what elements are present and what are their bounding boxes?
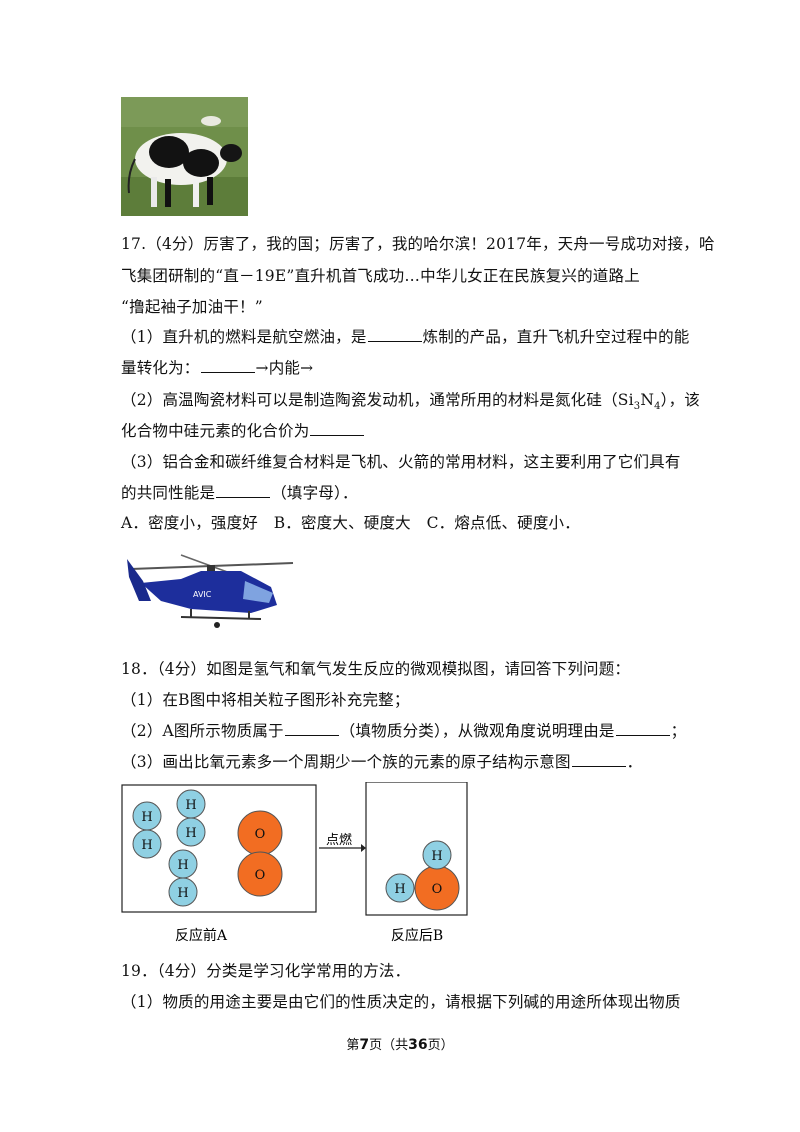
- cow-photo: [121, 97, 248, 216]
- hydrogen-label: H: [141, 810, 152, 825]
- oxygen-label: O: [432, 882, 443, 897]
- o2-molecule: O O: [237, 810, 283, 897]
- answer-blank[interactable]: [367, 327, 422, 342]
- subscript: 3: [633, 401, 641, 413]
- arrow-label: 点燃: [326, 832, 352, 848]
- helicopter-photo: AVIC: [121, 543, 297, 631]
- answer-blank[interactable]: [216, 483, 271, 498]
- hydrogen-label: H: [177, 858, 188, 873]
- q19-part1-line-1: （1）物质的用途主要是由它们的性质决定的，请根据下列碱的用途所体现出物质: [121, 993, 681, 1011]
- q19-intro: 19．（4分）分类是学习化学常用的方法．: [121, 962, 411, 980]
- footer-total-pages: 36: [408, 1037, 428, 1053]
- oxygen-label: O: [255, 868, 266, 883]
- footer-pre: 第: [346, 1038, 360, 1053]
- q17-part3-text-b: 的共同性能是: [121, 484, 216, 502]
- svg-text:AVIC: AVIC: [193, 590, 212, 599]
- q18-part2-text-a: （2）A图所示物质属于: [121, 722, 284, 740]
- q17-intro-line-1: 17.（4分）厉害了，我的国；厉害了，我的哈尔滨！2017年，天舟一号成功对接，…: [121, 235, 715, 253]
- reaction-diagram: 点燃 H H H H H H O: [121, 781, 481, 947]
- q18-part2: （2）A图所示物质属于 （填物质分类），从微观角度说明理由是 ；: [121, 721, 686, 741]
- q17-intro-line-2: 飞集团研制的“直－19E”直升机首飞成功…中华儿女正在民族复兴的道路上: [121, 267, 640, 285]
- footer-post: 页）: [427, 1038, 454, 1053]
- q18-part2-text-b: （填物质分类），从微观角度说明理由是: [339, 722, 615, 740]
- h2-molecule: H H: [168, 849, 198, 907]
- box-after: [365, 781, 468, 916]
- answer-blank[interactable]: [571, 752, 626, 767]
- h2o-molecule: O H H: [385, 840, 460, 911]
- q17-part3-line-1: （3）铝合金和碳纤维复合材料是飞机、火箭的常用材料，这主要利用了它们具有: [121, 453, 681, 471]
- q17-part2-text-a: （2）高温陶瓷材料可以是制造陶瓷发动机，通常所用的材料是氮化硅（Si: [121, 391, 634, 409]
- q17-part1-text-a: （1）直升机的燃料是航空燃油，是: [121, 328, 367, 346]
- q17-part1-line-2: 量转化为： →内能→: [121, 358, 313, 378]
- hydrogen-label: H: [185, 826, 196, 841]
- arrow-head-icon: [361, 844, 366, 852]
- answer-blank[interactable]: [310, 421, 365, 436]
- hydrogen-label: H: [185, 798, 196, 813]
- hydrogen-atom: [132, 829, 162, 859]
- oxygen-atom: [237, 851, 283, 897]
- hydrogen-label: H: [177, 886, 188, 901]
- footer-page-number: 7: [359, 1037, 370, 1053]
- hydrogen-atom: [168, 877, 198, 907]
- q17-part2-text-c: 化合物中硅元素的化合价为: [121, 422, 310, 440]
- hydrogen-label: H: [431, 849, 442, 864]
- h2-molecule: H H: [176, 789, 206, 847]
- q17-intro-line-3: “撸起袖子加油干！”: [121, 298, 263, 316]
- oxygen-label: O: [255, 827, 266, 842]
- answer-blank[interactable]: [284, 721, 339, 736]
- q18-part2-text-c: ；: [670, 722, 687, 740]
- q17-part1-text-d: →内能→: [255, 359, 314, 377]
- page-footer: 第7页（共36页）: [0, 1034, 800, 1053]
- subscript: 4: [654, 401, 661, 413]
- q17-part2-text-b: ），该: [660, 391, 700, 409]
- q18-part1: （1）在B图中将相关粒子图形补充完整；: [121, 691, 410, 709]
- label-before-a: 反应前A: [175, 927, 228, 944]
- helicopter-image: AVIC: [127, 554, 294, 628]
- hydrogen-label: H: [394, 882, 405, 897]
- answer-blank[interactable]: [200, 358, 255, 373]
- q17-options: A．密度小，强度好 B．密度大、硬度大 C．熔点低、硬度小．: [121, 514, 580, 532]
- q17-part1-text-c: 量转化为：: [121, 359, 200, 377]
- answer-blank[interactable]: [615, 721, 670, 736]
- q18-intro: 18．（4分）如图是氢气和氧气发生反应的微观模拟图，请回答下列问题：: [121, 660, 631, 678]
- box-before: [121, 784, 317, 913]
- q17-part2-line-1: （2）高温陶瓷材料可以是制造陶瓷发动机，通常所用的材料是氮化硅（Si3N4），该: [121, 390, 700, 417]
- q17-part1-text-b: 炼制的产品，直升飞机升空过程中的能: [422, 328, 690, 346]
- h2-molecule: H H: [132, 801, 162, 859]
- q17-part2-element: N: [640, 391, 655, 409]
- q18-part3-text-b: ．: [626, 753, 643, 771]
- q17-part2-line-2: 化合物中硅元素的化合价为: [121, 421, 365, 441]
- hydrogen-atom: [422, 840, 452, 870]
- cow-image: [121, 97, 248, 216]
- q18-part3-text-a: （3）画出比氧元素多一个周期少一个族的元素的原子结构示意图: [121, 753, 571, 771]
- footer-mid: 页（共: [369, 1038, 409, 1053]
- q17-part3-line-2: 的共同性能是 （填字母）．: [121, 483, 358, 503]
- label-after-b: 反应后B: [391, 927, 443, 944]
- hydrogen-atom: [176, 817, 206, 847]
- q17-part1-line-1: （1）直升机的燃料是航空燃油，是 炼制的产品，直升飞机升空过程中的能: [121, 327, 689, 347]
- hydrogen-atom: [385, 873, 415, 903]
- q17-part3-text-c: （填字母）．: [271, 484, 358, 502]
- q18-part3: （3）画出比氧元素多一个周期少一个族的元素的原子结构示意图 ．: [121, 752, 642, 772]
- reaction-svg: 点燃 H H H H H H O: [121, 781, 468, 944]
- hydrogen-label: H: [141, 838, 152, 853]
